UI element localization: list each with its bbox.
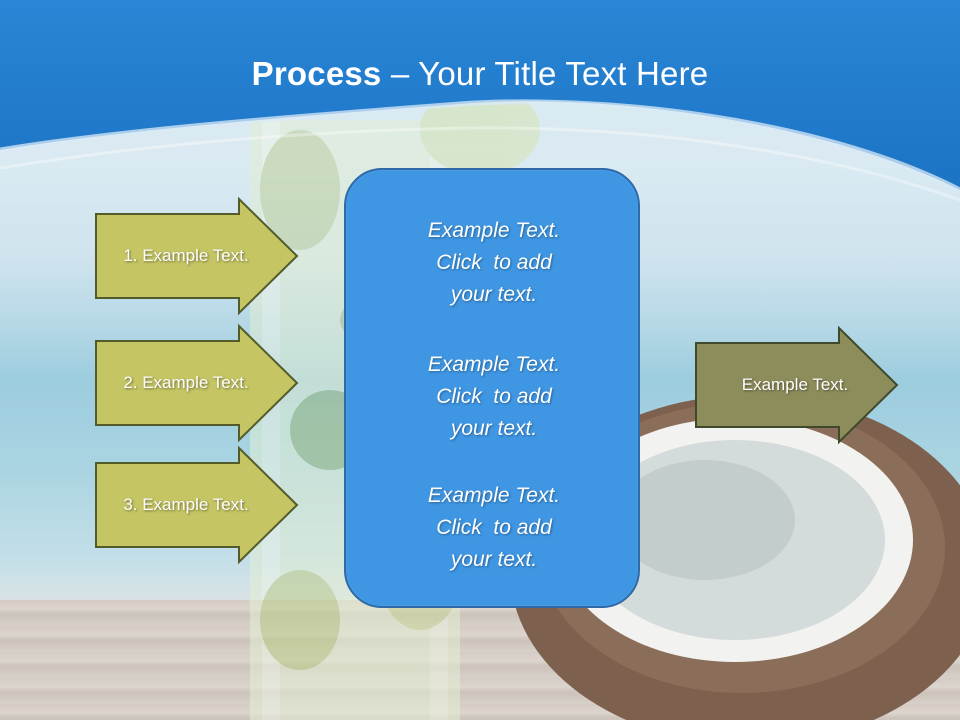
slide-title: Process – Your Title Text Here — [0, 55, 960, 93]
block-1-line-1: Example Text. — [427, 219, 561, 242]
block-2-line-2: Click to add — [436, 385, 552, 408]
arrow-2-label[interactable]: 2. Example Text. — [123, 373, 249, 392]
title-bold: Process — [251, 55, 382, 92]
center-text-block-2[interactable]: Example Text. Click to add your text. — [346, 349, 642, 445]
block-2-line-1: Example Text. — [427, 353, 561, 376]
block-3-line-2: Click to add — [436, 516, 552, 539]
arrow-3-shape[interactable] — [95, 445, 299, 565]
right-arrow-label[interactable]: Example Text. — [741, 375, 849, 394]
arrow-2-shape[interactable] — [95, 323, 299, 443]
title-rest: – Your Title Text Here — [381, 55, 709, 92]
arrow-1-shape[interactable] — [95, 196, 299, 316]
block-1-line-2: Click to add — [436, 251, 552, 274]
right-arrow-shape[interactable] — [695, 325, 899, 445]
center-text-block-3[interactable]: Example Text. Click to add your text. — [346, 480, 642, 576]
block-1-line-3: your text. — [450, 283, 538, 306]
block-3-line-3: your text. — [450, 548, 538, 571]
center-text-block-1[interactable]: Example Text. Click to add your text. — [346, 215, 642, 311]
arrow-1-label[interactable]: 1. Example Text. — [123, 246, 249, 265]
center-text-box[interactable]: Example Text. Click to add your text. Ex… — [344, 168, 640, 608]
block-3-line-1: Example Text. — [427, 484, 561, 507]
block-2-line-3: your text. — [450, 417, 538, 440]
arrow-3-label[interactable]: 3. Example Text. — [123, 495, 249, 514]
